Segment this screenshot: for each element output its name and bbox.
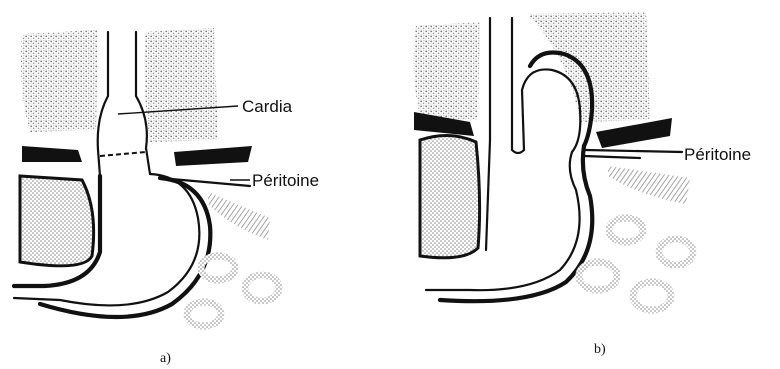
bowel-loops-a — [187, 256, 279, 326]
mediastinum-right-b — [528, 12, 650, 122]
mediastinum-left-a — [21, 30, 98, 132]
liver-b — [420, 135, 480, 257]
peritoine-label-b: Péritoine — [684, 145, 751, 164]
diaphragm-left-a — [22, 146, 82, 162]
diaphragm-right-b — [596, 118, 672, 148]
peritoine-label-a: Péritoine — [252, 171, 319, 190]
mediastinum-left-b — [414, 22, 480, 120]
peritoneum-line-b2 — [584, 156, 640, 158]
diaphragm-right-a — [174, 146, 252, 166]
panel-a: Cardia Péritoine a) — [14, 28, 319, 366]
pancreas-a — [208, 192, 270, 240]
bowel-loops-b — [579, 218, 693, 310]
cardia-junction-a — [100, 152, 146, 156]
esophagus-wall-left-b — [486, 18, 490, 250]
liver-a — [20, 176, 94, 266]
panel-b: Péritoine b) — [414, 12, 751, 357]
herniated-fundus-inner — [522, 69, 580, 152]
cardia-label: Cardia — [242, 97, 293, 116]
caption-a: a) — [160, 351, 171, 366]
caption-b: b) — [594, 342, 606, 357]
pancreas-b — [608, 166, 690, 204]
peritoneum-line-b — [586, 150, 682, 152]
esophagus-wall-left-a — [98, 32, 108, 176]
mediastinum-right-a — [144, 28, 218, 142]
